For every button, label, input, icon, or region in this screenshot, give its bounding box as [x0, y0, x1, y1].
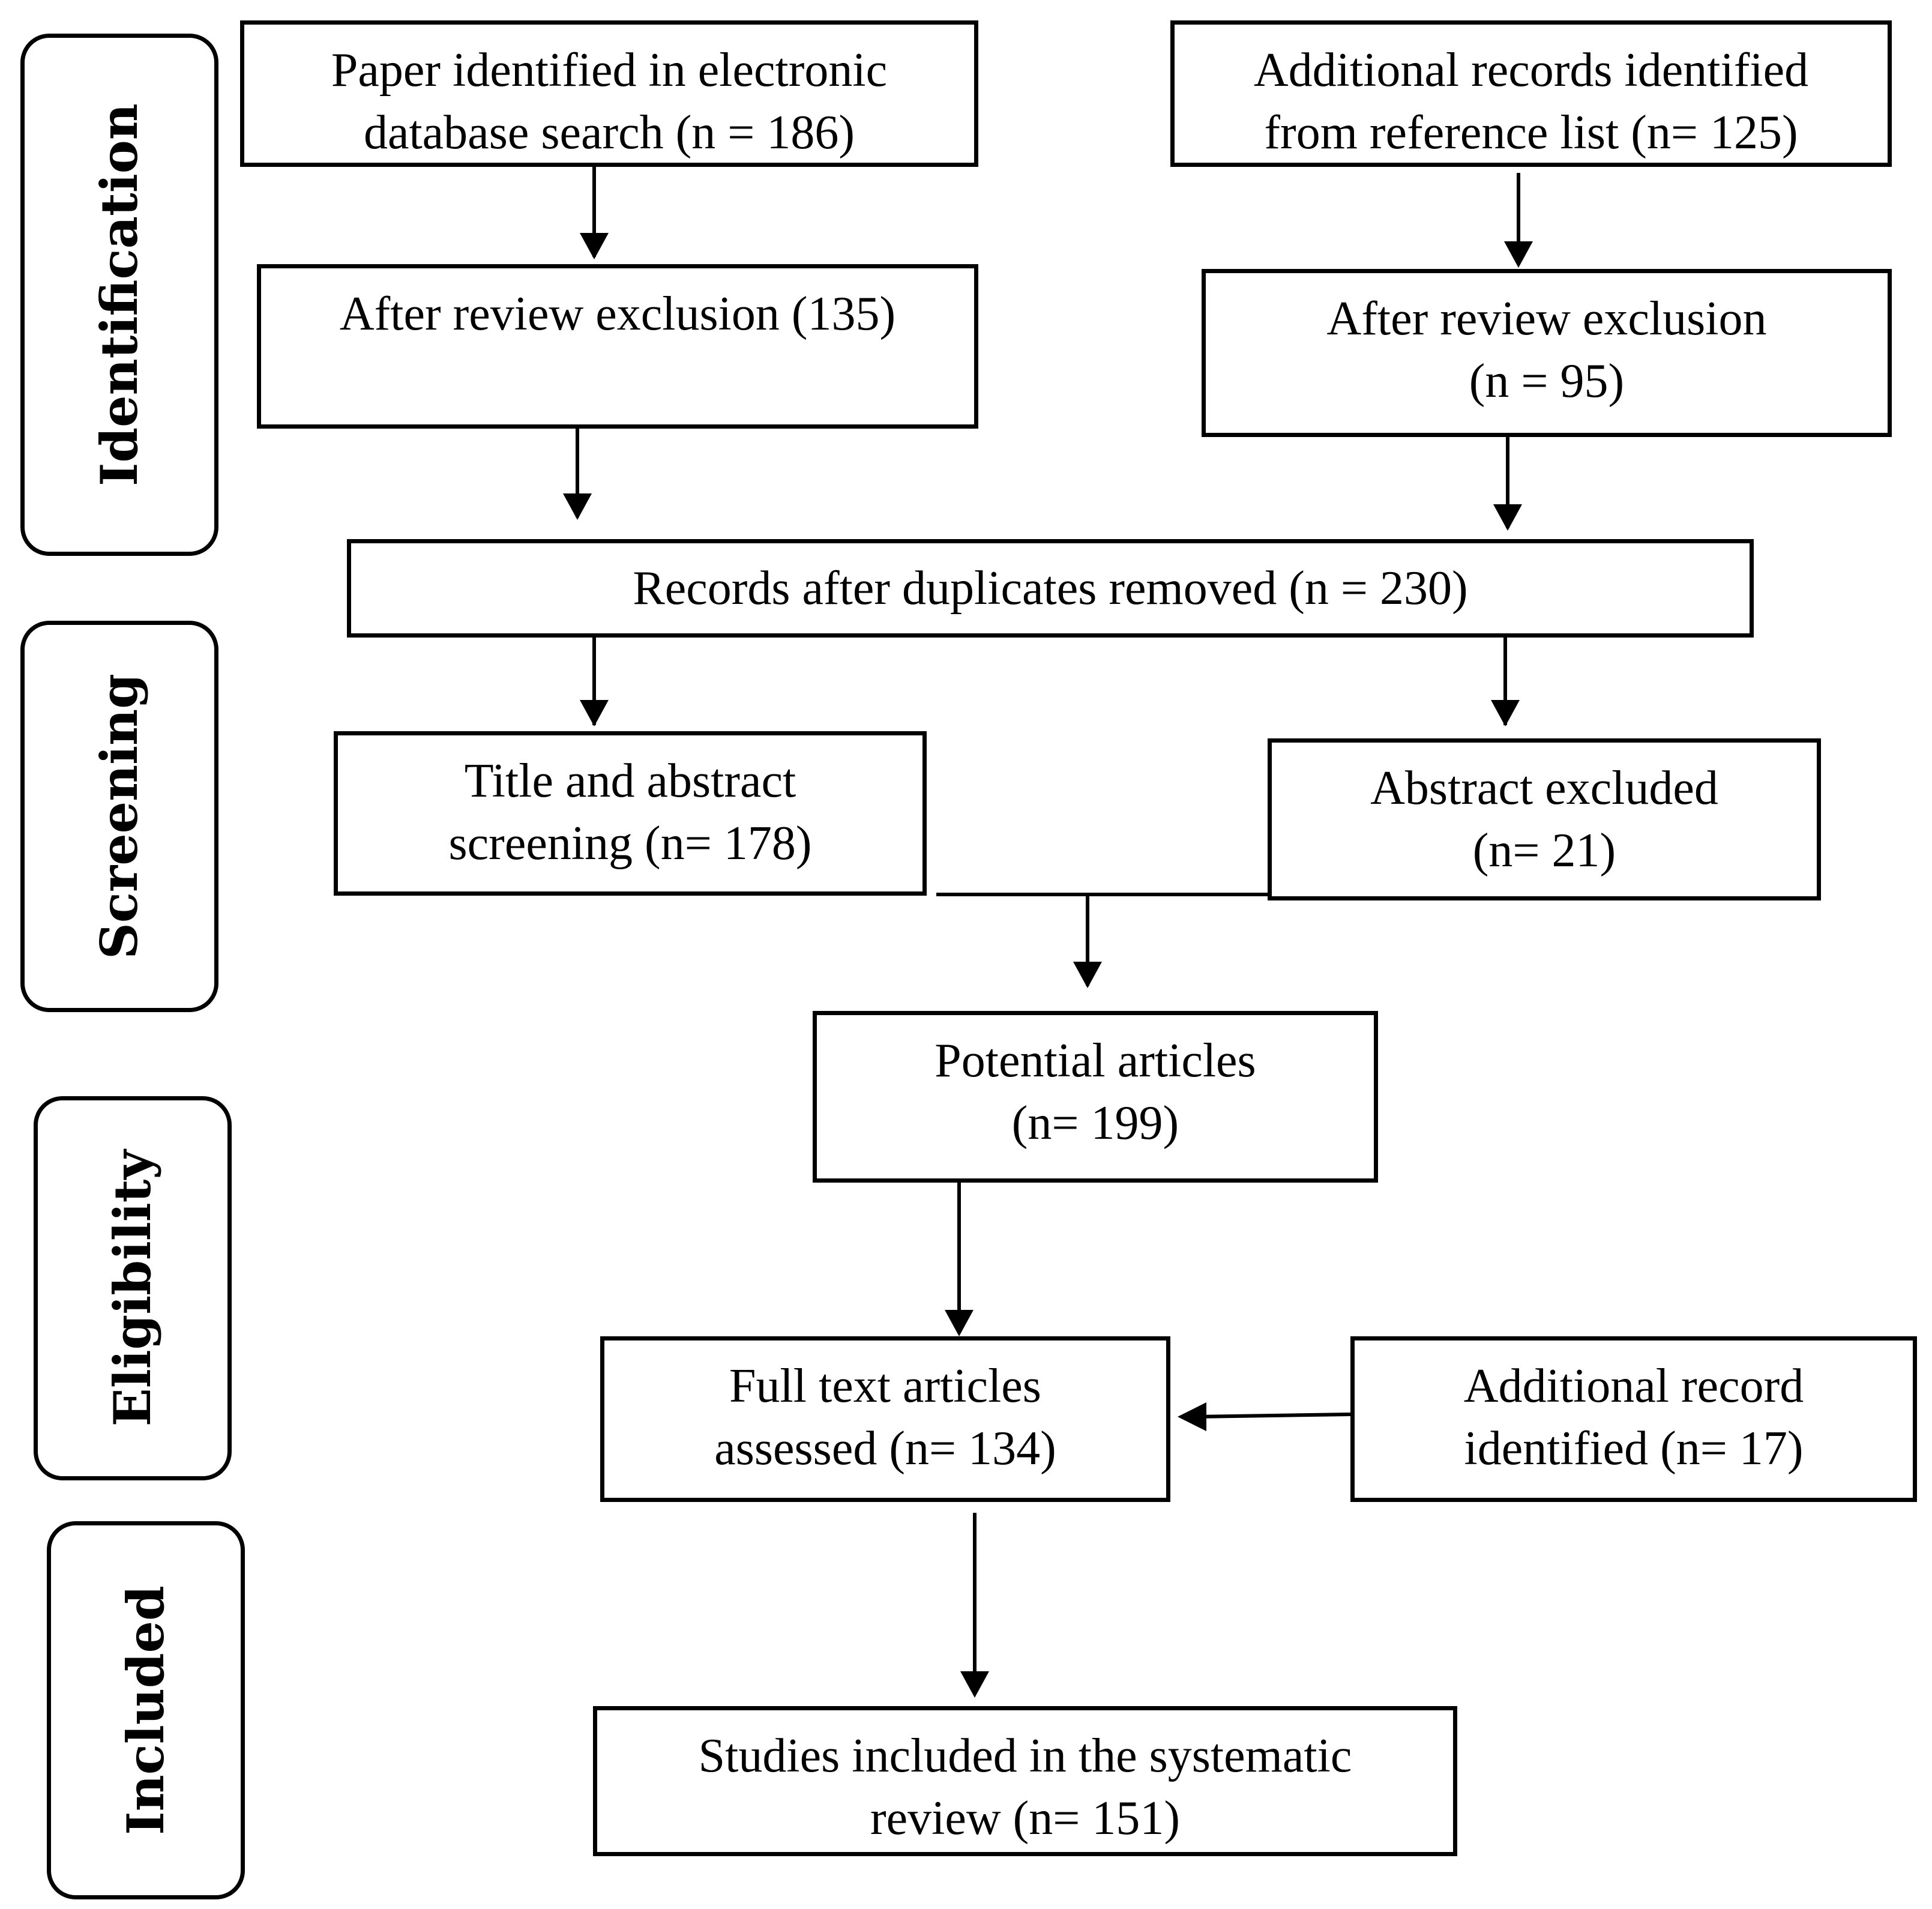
box-database-search-line2: database search (n = 186) [363, 106, 855, 159]
box-review-exclusion-right: After review exclusion (n = 95) [1202, 269, 1892, 437]
box-title-abstract-line1: Title and abstract [464, 755, 796, 807]
box-full-text-line1: Full text articles [729, 1360, 1041, 1413]
box-abstract-excluded-line2: (n= 21) [1472, 824, 1616, 877]
box-database-search: Paper identified in electronic database … [240, 20, 978, 167]
phase-eligibility: Eligibility [34, 1096, 232, 1480]
phase-included: Included [47, 1521, 245, 1899]
phase-included-label: Included [116, 1585, 175, 1835]
box-database-search-line1: Paper identified in electronic [331, 44, 888, 97]
box-review-exclusion-left-text: After review exclusion (135) [340, 283, 895, 345]
phase-screening-label: Screening [89, 674, 149, 959]
phase-identification-label: Identification [89, 103, 149, 486]
phase-eligibility-label: Eligibility [103, 1150, 162, 1427]
box-duplicates-removed-text: Records after duplicates removed (n = 23… [633, 557, 1467, 620]
box-potential-articles-line1: Potential articles [934, 1034, 1256, 1087]
arrowhead-additional-to-fulltext [1178, 1402, 1206, 1431]
box-review-exclusion-right-line1: After review exclusion [1326, 292, 1767, 345]
arrowhead-potential-to-fulltext [945, 1310, 974, 1336]
phase-identification: Identification [20, 34, 218, 556]
box-additional-record-line1: Additional record [1463, 1360, 1804, 1413]
box-studies-included: Studies included in the systematic revie… [593, 1706, 1457, 1856]
box-abstract-excluded: Abstract excluded (n= 21) [1268, 738, 1821, 900]
box-reference-list: Additional records identified from refer… [1170, 20, 1892, 167]
box-reference-list-line2: from reference list (n= 125) [1264, 106, 1798, 159]
box-studies-included-line1: Studies included in the systematic [698, 1730, 1352, 1782]
box-review-exclusion-left: After review exclusion (135) [257, 264, 978, 429]
box-review-exclusion-right-line2: (n = 95) [1469, 355, 1625, 408]
box-additional-record: Additional record identified (n= 17) [1350, 1336, 1917, 1502]
arrowhead-merge-to-potential [1073, 962, 1102, 988]
box-title-abstract: Title and abstract screening (n= 178) [334, 731, 927, 896]
box-full-text-line2: assessed (n= 134) [714, 1422, 1056, 1475]
box-database-search-text: Paper identified in electronic database … [331, 39, 887, 164]
box-reference-list-line1: Additional records identified [1253, 44, 1809, 97]
arrowhead-search-to-exclusion [580, 233, 609, 259]
box-full-text: Full text articles assessed (n= 134) [600, 1336, 1170, 1502]
box-additional-record-text: Additional record identified (n= 17) [1464, 1355, 1804, 1480]
arrowhead-duplicates-to-abstract [1491, 700, 1520, 726]
box-duplicates-removed: Records after duplicates removed (n = 23… [347, 539, 1754, 638]
box-potential-articles-text: Potential articles (n= 199) [934, 1030, 1256, 1154]
box-duplicates-removed-line1: Records after duplicates removed (n = 23… [633, 562, 1468, 615]
box-potential-articles: Potential articles (n= 199) [813, 1011, 1378, 1183]
box-studies-included-line2: review (n= 151) [870, 1792, 1181, 1845]
arrowhead-duplicates-to-title [580, 700, 609, 726]
phase-screening: Screening [20, 621, 218, 1012]
box-full-text-text: Full text articles assessed (n= 134) [714, 1355, 1056, 1480]
box-reference-list-text: Additional records identified from refer… [1254, 39, 1808, 164]
box-additional-record-line2: identified (n= 17) [1464, 1422, 1804, 1475]
box-abstract-excluded-line1: Abstract excluded [1370, 762, 1718, 815]
arrowhead-left-exclusion-to-duplicates [563, 493, 592, 520]
box-title-abstract-line2: screening (n= 178) [448, 817, 812, 870]
box-review-exclusion-right-text: After review exclusion (n = 95) [1326, 288, 1766, 412]
box-potential-articles-line2: (n= 199) [1011, 1097, 1179, 1150]
box-title-abstract-text: Title and abstract screening (n= 178) [449, 750, 812, 875]
arrowhead-fulltext-to-included [960, 1671, 989, 1698]
box-review-exclusion-left-line1: After review exclusion (135) [339, 288, 896, 340]
box-studies-included-text: Studies included in the systematic revie… [699, 1725, 1352, 1850]
arrowhead-right-exclusion-to-duplicates [1493, 504, 1522, 531]
arrow-additional-to-fulltext [1194, 1413, 1351, 1419]
arrowhead-reference-to-exclusion [1504, 241, 1533, 268]
box-abstract-excluded-text: Abstract excluded (n= 21) [1370, 757, 1718, 882]
